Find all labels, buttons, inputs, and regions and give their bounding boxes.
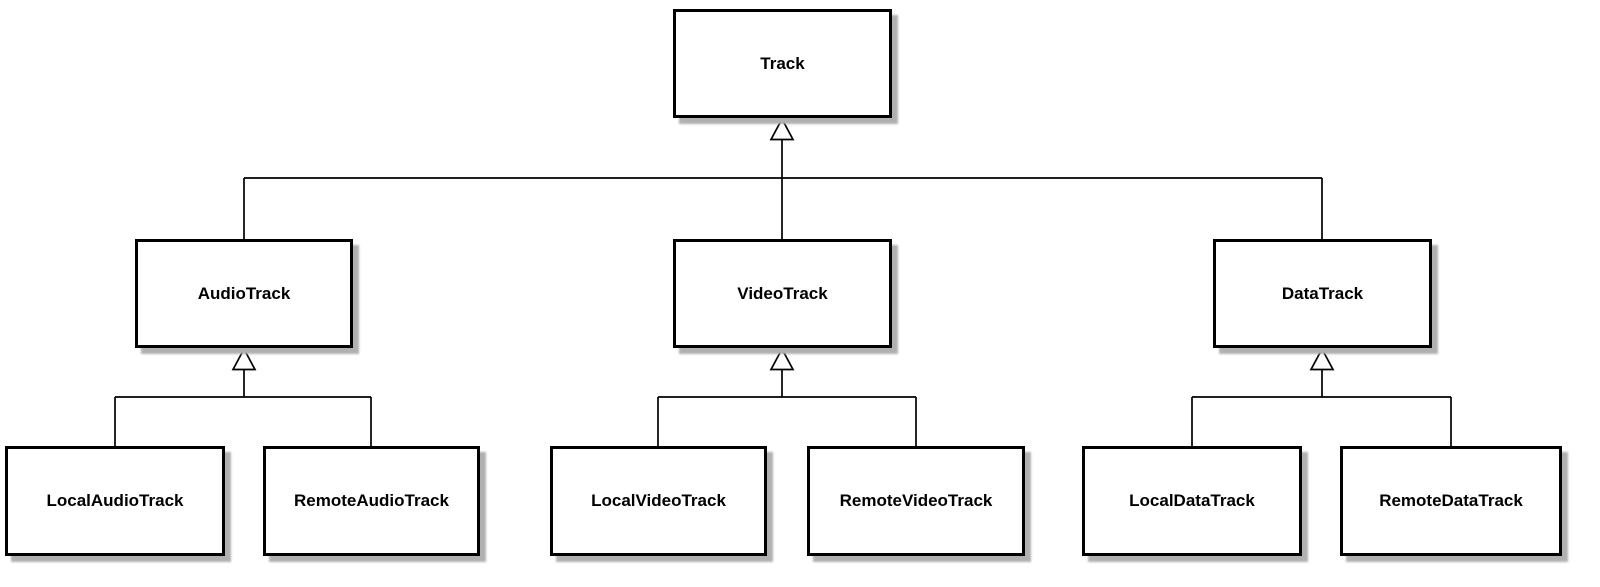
class-box-remoteaudiotrack: RemoteAudioTrack <box>263 446 480 556</box>
generalization-arrow-track <box>769 117 795 141</box>
class-box-datatrack: DataTrack <box>1213 239 1432 348</box>
class-box-remotevideotrack: RemoteVideoTrack <box>807 446 1025 556</box>
class-label-remoteaudiotrack: RemoteAudioTrack <box>294 491 449 510</box>
class-box-track: Track <box>673 9 892 118</box>
class-label-remotevideotrack: RemoteVideoTrack <box>839 491 993 510</box>
class-box-localdatatrack: LocalDataTrack <box>1082 446 1302 556</box>
generalization-arrow-videotrack <box>769 347 795 371</box>
class-box-localaudiotrack: LocalAudioTrack <box>5 446 225 556</box>
class-label-track: Track <box>760 53 805 73</box>
class-label-datatrack: DataTrack <box>1281 283 1364 303</box>
generalization-arrow-audiotrack <box>231 347 257 371</box>
class-box-localvideotrack: LocalVideoTrack <box>550 446 767 556</box>
class-label-localdatatrack: LocalDataTrack <box>1129 491 1255 510</box>
class-label-remotedatatrack: RemoteDataTrack <box>1379 491 1523 510</box>
class-box-videotrack: VideoTrack <box>673 239 892 348</box>
class-label-localvideotrack: LocalVideoTrack <box>591 491 726 510</box>
class-box-remotedatatrack: RemoteDataTrack <box>1340 446 1562 556</box>
class-label-localaudiotrack: LocalAudioTrack <box>46 491 184 510</box>
class-label-videotrack: VideoTrack <box>737 283 828 303</box>
generalization-arrow-datatrack <box>1309 347 1335 371</box>
class-label-audiotrack: AudioTrack <box>197 283 291 303</box>
class-box-audiotrack: AudioTrack <box>135 239 353 348</box>
